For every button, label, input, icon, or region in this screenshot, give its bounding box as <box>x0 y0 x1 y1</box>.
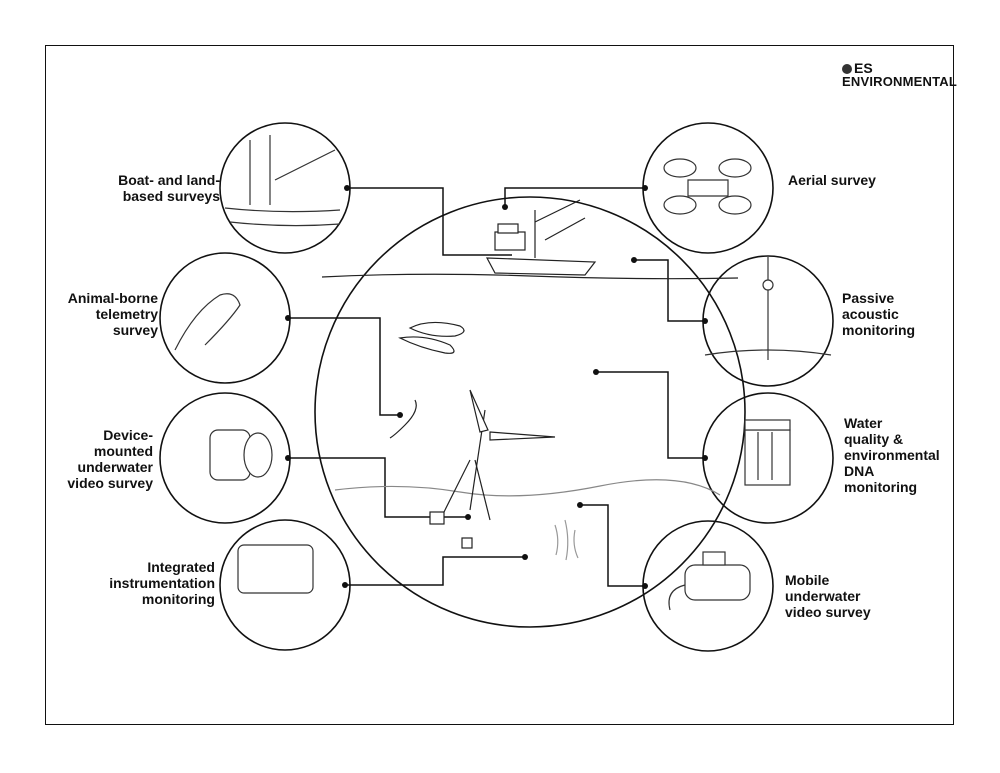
globe-icon <box>842 64 852 74</box>
rov-icon <box>668 551 751 611</box>
sea-surface <box>321 273 739 280</box>
connector-mobile <box>580 504 645 587</box>
connector-device <box>288 457 468 518</box>
connector-dots <box>285 185 708 589</box>
seal-icon <box>389 399 417 439</box>
es-environmental-logo: ES ENVIRONMENTAL <box>842 60 958 89</box>
hydrophone-icon <box>704 257 832 360</box>
drone-icon <box>663 158 752 215</box>
central-scene-illustration <box>321 199 739 561</box>
logo-line1: ES <box>854 60 873 76</box>
connector-integrated <box>345 556 525 586</box>
seabed <box>334 479 721 497</box>
seaweed-icon <box>554 519 579 561</box>
connector-animal <box>288 317 400 416</box>
label-device-video: Device- mounted underwater video survey <box>67 427 153 491</box>
seal-tag-icon <box>174 293 241 351</box>
diagram-frame <box>45 45 954 725</box>
connector-lines <box>288 187 705 587</box>
dolphins-icon <box>398 321 465 354</box>
label-mobile-video: Mobile underwater video survey <box>785 572 871 620</box>
central-scene-circle <box>314 196 746 628</box>
boat-survey-circle <box>219 122 351 254</box>
animal-telemetry-circle <box>159 252 291 384</box>
connector-aerial <box>504 187 645 207</box>
label-integrated-monitoring: Integrated instrumentation monitoring <box>109 559 215 607</box>
label-water-quality-edna: Water quality & environmental DNA monito… <box>844 415 940 495</box>
boat-hull-icon <box>224 135 341 227</box>
tidal-turbine-icon <box>429 389 556 549</box>
label-boat-land-surveys: Boat- and land- based surveys <box>118 172 220 204</box>
connector-boat <box>347 187 512 256</box>
label-animal-telemetry: Animal-borne telemetry survey <box>67 290 158 338</box>
camera-icon <box>209 429 273 481</box>
logo-line2: ENVIRONMENTAL <box>842 74 958 89</box>
label-passive-acoustic: Passive acoustic monitoring <box>842 290 916 338</box>
connector-passive <box>634 259 705 322</box>
water-sampler-icon <box>744 419 791 486</box>
instrument-platform-icon <box>237 544 314 594</box>
label-aerial-survey: Aerial survey <box>788 172 876 188</box>
connector-water <box>596 371 705 459</box>
ship-icon <box>485 199 597 276</box>
